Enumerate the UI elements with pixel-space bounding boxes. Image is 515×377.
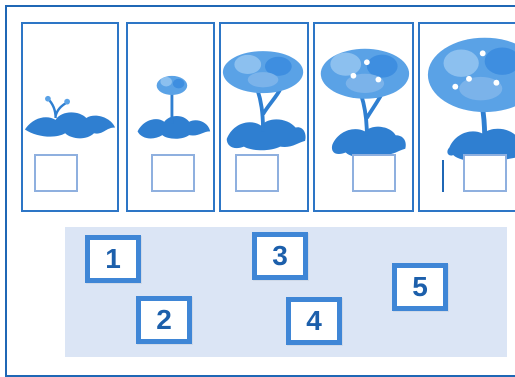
grown-tree-illustration — [320, 48, 410, 158]
number-tile-5[interactable]: 5 — [392, 263, 448, 311]
divider-tick — [442, 160, 444, 192]
answer-box-2[interactable] — [151, 154, 195, 192]
number-tile-1[interactable]: 1 — [85, 235, 141, 283]
number-tile-3[interactable]: 3 — [252, 232, 308, 280]
answer-box-1[interactable] — [34, 154, 78, 192]
stage-card-1 — [21, 22, 119, 212]
young-tree-illustration — [222, 51, 306, 151]
sprout-illustration — [24, 95, 116, 139]
worksheet-frame — [5, 5, 515, 377]
small-plant-illustration — [137, 75, 211, 139]
answer-box-4[interactable] — [352, 154, 396, 192]
stage-card-3 — [219, 22, 309, 212]
number-tile-4[interactable]: 4 — [286, 297, 342, 345]
stage-card-4 — [313, 22, 414, 212]
stage-card-5 — [418, 22, 515, 212]
number-tile-2[interactable]: 2 — [136, 296, 192, 344]
answer-box-3[interactable] — [235, 154, 279, 192]
mature-tree-illustration — [427, 37, 515, 162]
stage-card-2 — [126, 22, 215, 212]
answer-box-5[interactable] — [463, 154, 507, 192]
